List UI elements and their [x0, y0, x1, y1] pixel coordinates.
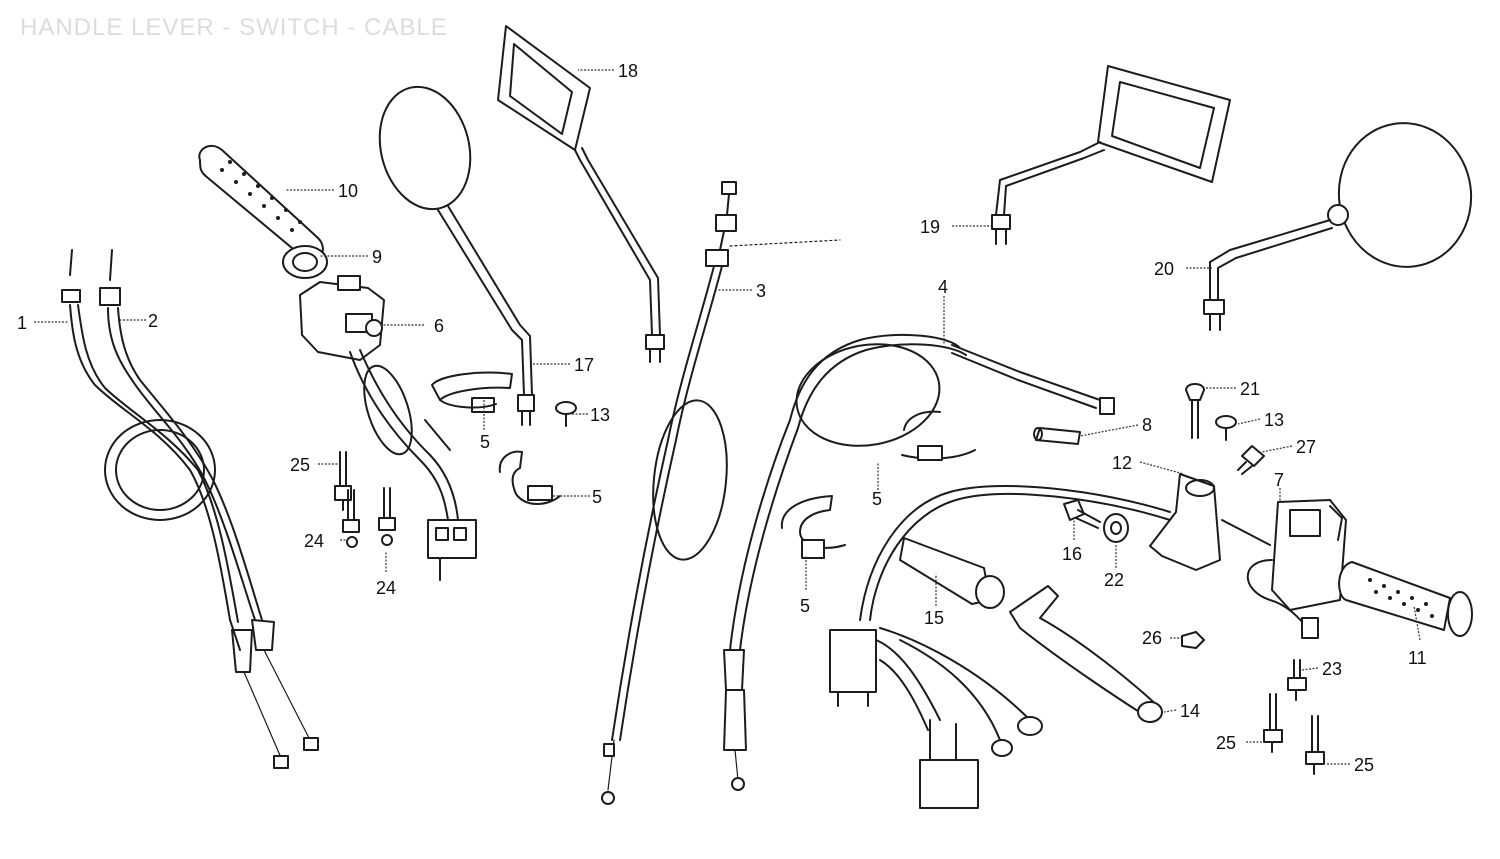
- callout-8: 8: [1142, 415, 1152, 435]
- right-switch-housing: [1246, 499, 1347, 639]
- pin-8: [1033, 427, 1081, 445]
- callout-13b: 13: [1264, 410, 1284, 430]
- callout-27: 27: [1296, 437, 1316, 457]
- cable-band-d: [780, 495, 846, 559]
- callout-15: 15: [924, 608, 944, 628]
- callout-16: 16: [1062, 544, 1082, 564]
- callout-18: 18: [618, 61, 638, 81]
- callout-10: 10: [338, 181, 358, 201]
- switch-15: [829, 485, 1171, 809]
- cable-band-b: [498, 450, 561, 505]
- callout-5a: 5: [480, 432, 490, 452]
- callout-23: 23: [1322, 659, 1342, 679]
- rect-mirror-left: [497, 25, 665, 363]
- left-grip: [198, 144, 324, 262]
- callout-5b: 5: [592, 487, 602, 507]
- callout-3: 3: [756, 281, 766, 301]
- nut-26: [1181, 631, 1205, 649]
- bolt-16: [1063, 499, 1101, 529]
- cable-band-a: [431, 371, 513, 413]
- callout-5d: 5: [800, 596, 810, 616]
- callout-24b: 24: [376, 578, 396, 598]
- callout-21: 21: [1240, 379, 1260, 399]
- callout-11: 11: [1408, 648, 1427, 668]
- callout-24a: 24: [304, 531, 324, 551]
- screw-13-left: [555, 401, 577, 427]
- callout-9: 9: [372, 247, 382, 267]
- callout-22: 22: [1104, 570, 1124, 590]
- screw-27: [1237, 445, 1265, 475]
- leader-lines: [34, 69, 1421, 765]
- screw-21: [1185, 383, 1205, 439]
- callout-6: 6: [434, 316, 444, 336]
- callout-1: 1: [17, 313, 27, 333]
- cable-3: [601, 181, 737, 805]
- left-switch-housing: [299, 275, 477, 581]
- callout-5c: 5: [872, 489, 882, 509]
- rect-mirror-right: [991, 65, 1231, 245]
- diagram-title: HANDLE LEVER - SWITCH - CABLE: [20, 14, 448, 41]
- callout-25c: 25: [1354, 755, 1374, 775]
- screw-23: [1287, 659, 1307, 701]
- cable-4: [723, 239, 1115, 791]
- callout-17: 17: [574, 355, 594, 375]
- callout-25b: 25: [1216, 733, 1236, 753]
- screw-25-right-a: [1263, 693, 1283, 753]
- round-mirror-left: [378, 85, 535, 426]
- screw-13-right: [1215, 415, 1237, 441]
- callout-2: 2: [148, 311, 158, 331]
- lever-bracket-12: [1149, 473, 1271, 571]
- throttle-cable-2: [99, 249, 319, 751]
- grip-collar: [282, 245, 328, 279]
- callout-7: 7: [1274, 470, 1284, 490]
- callout-26: 26: [1142, 628, 1162, 648]
- callout-14: 14: [1180, 701, 1200, 721]
- callout-4: 4: [938, 277, 948, 297]
- callout-19: 19: [920, 217, 940, 237]
- callout-13a: 13: [590, 405, 610, 425]
- round-mirror-right: [1203, 122, 1473, 331]
- callout-labels: 1 2 3 4 5 5 5 5 5 6 7 8 9 10 11 12 13 13…: [17, 61, 1427, 775]
- right-grip: [1338, 561, 1473, 637]
- lever-14: [1009, 585, 1163, 723]
- screw-25-right-b: [1305, 715, 1325, 775]
- callout-12: 12: [1112, 453, 1132, 473]
- screw-24-a: [342, 489, 360, 548]
- throttle-cable-1: [61, 249, 289, 769]
- screw-24-b: [378, 487, 396, 546]
- cable-band-c: [901, 410, 976, 461]
- callout-25a: 25: [290, 455, 310, 475]
- collar-22: [1103, 513, 1129, 543]
- callout-20: 20: [1154, 259, 1174, 279]
